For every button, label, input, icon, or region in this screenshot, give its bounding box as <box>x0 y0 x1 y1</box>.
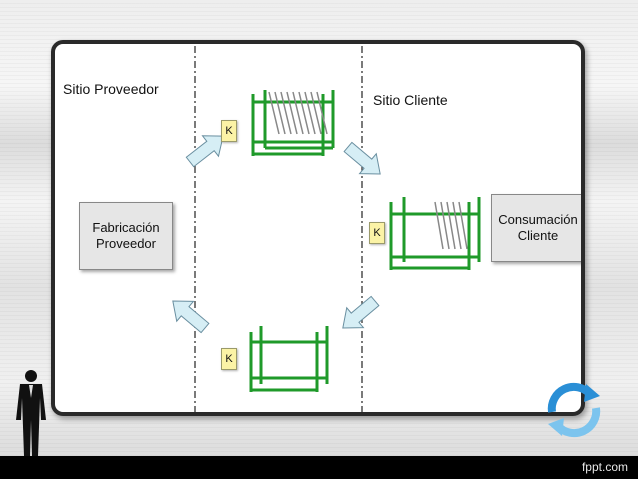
kanban-card-bottom: K <box>221 348 237 370</box>
supplier-box-line2: Proveedor <box>96 236 156 251</box>
arrow-up-left-icon <box>172 300 210 334</box>
parts-top-icon <box>268 91 328 135</box>
footer-bar <box>0 456 638 479</box>
refresh-cycle-icon <box>547 382 601 438</box>
client-site-label: Sitio Cliente <box>373 92 448 108</box>
arrow-down-left-icon <box>342 295 380 329</box>
diagram-panel: Sitio Proveedor Sitio Cliente Fabricació… <box>51 40 585 416</box>
supplier-box-line1: Fabricación <box>92 220 160 235</box>
rack-empty-bottom-icon <box>249 326 329 392</box>
footer-brand: fppt.com <box>581 460 628 474</box>
rack-partial-right-icon <box>389 197 481 270</box>
client-consumption-box: Consumación Cliente <box>491 194 581 262</box>
kanban-card-right: K <box>369 222 385 244</box>
supplier-site-label: Sitio Proveedor <box>63 81 159 97</box>
arrow-down-right-icon <box>343 141 381 175</box>
supplier-manufacturing-box: Fabricación Proveedor <box>79 202 173 270</box>
diagram-canvas <box>172 46 481 412</box>
client-box-line1: Consumación <box>498 212 578 227</box>
arrow-up-right-icon <box>185 135 224 168</box>
parts-right-icon <box>434 201 468 250</box>
kanban-card-top: K <box>221 120 237 142</box>
businessman-silhouette-icon <box>16 370 46 456</box>
client-box-line2: Cliente <box>517 228 559 243</box>
rack-full-top-icon <box>251 90 335 156</box>
